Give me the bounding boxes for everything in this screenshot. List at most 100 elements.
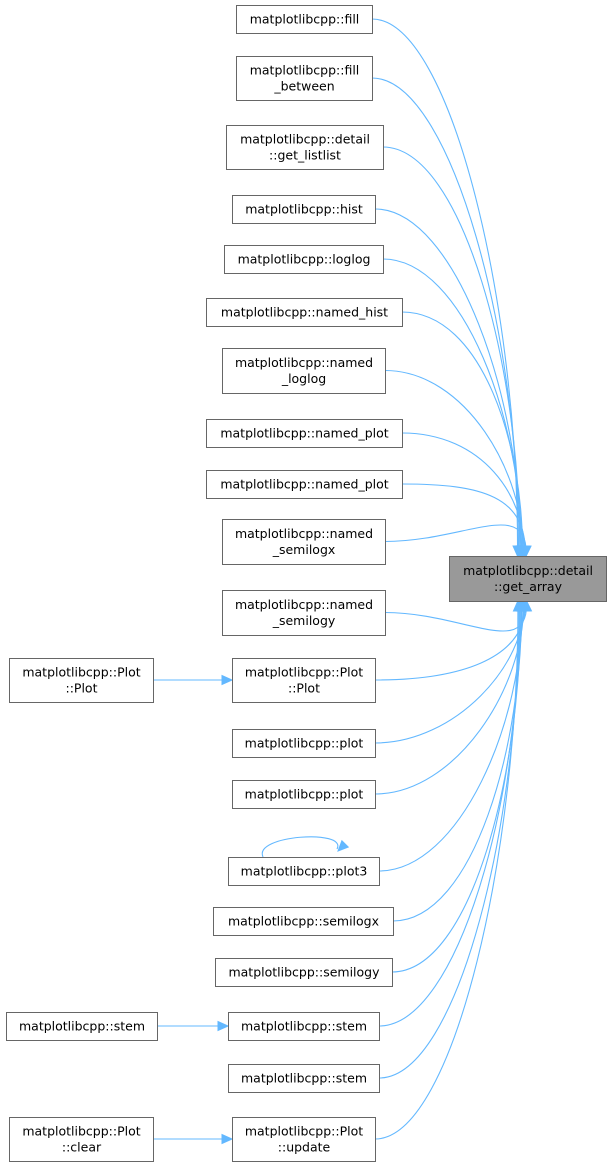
node-label: matplotlibcpp::stem (19, 1019, 145, 1034)
graph-node[interactable]: matplotlibcpp::plot3 (228, 857, 380, 886)
edge-named_semilogy-to-get_array (384, 600, 528, 632)
node-label: matplotlibcpp::semilogx (228, 914, 379, 929)
edge-named_plot_1-to-get_array (401, 432, 525, 557)
node-label: ::Plot (288, 681, 320, 696)
node-label: ::clear (62, 1140, 102, 1155)
graph-node[interactable]: matplotlibcpp::named_semilogy (222, 590, 386, 636)
edge-fill_between-to-get_array (371, 77, 520, 557)
edge-named_plot_2-to-get_array (401, 483, 526, 557)
graph-node[interactable]: matplotlibcpp::semilogy (215, 958, 393, 987)
edge-self-loop (262, 836, 339, 858)
node-box (222, 519, 386, 565)
edge-get_listlist-to-get_array (382, 146, 521, 557)
graph-node[interactable]: matplotlibcpp::stem (228, 1012, 380, 1041)
graph-node[interactable]: matplotlibcpp::named_hist (206, 298, 403, 327)
node-label: matplotlibcpp::named (235, 526, 373, 541)
node-label: ::update (278, 1140, 331, 1155)
node-box (222, 590, 386, 636)
node-label: matplotlibcpp::named (235, 597, 373, 612)
node-label: matplotlibcpp::semilogy (228, 965, 380, 980)
node-box (213, 907, 394, 936)
node-label: matplotlibcpp::Plot (22, 665, 140, 680)
node-label: matplotlibcpp::plot3 (241, 864, 368, 879)
node-label: matplotlibcpp::Plot (245, 665, 363, 680)
graph-node[interactable]: matplotlibcpp::Plot::clear (9, 1117, 154, 1162)
edge-named_hist-to-get_array (401, 311, 523, 557)
edge-named_loglog-to-get_array (384, 369, 524, 557)
node-box (232, 658, 376, 703)
node-box (232, 780, 376, 809)
node-box (228, 857, 380, 886)
graph-node[interactable]: matplotlibcpp::semilogx (213, 907, 394, 936)
edge-arrowhead (337, 839, 350, 852)
node-box (232, 195, 376, 224)
graph-node[interactable]: matplotlibcpp::fill (236, 5, 373, 34)
graph-node[interactable]: matplotlibcpp::Plot::Plot (9, 658, 154, 703)
graph-node[interactable]: matplotlibcpp::Plot::update (232, 1117, 376, 1162)
node-box (236, 5, 373, 34)
edge-arrowhead (217, 1020, 230, 1032)
node-label: matplotlibcpp::stem (241, 1071, 367, 1086)
node-label: matplotlibcpp::plot (245, 736, 364, 751)
node-label: ::get_array (494, 579, 563, 594)
node-label: matplotlibcpp::hist (245, 202, 363, 217)
graph-node[interactable]: matplotlibcpp::Plot::Plot (232, 658, 376, 703)
graph-node[interactable]: matplotlibcpp::fill_between (236, 56, 373, 101)
graph-node[interactable]: matplotlibcpp::detail::get_listlist (226, 125, 384, 170)
node-box (222, 348, 386, 394)
node-box (206, 298, 403, 327)
node-label: matplotlibcpp::named_plot (220, 426, 388, 441)
node-label: matplotlibcpp::loglog (238, 252, 371, 267)
node-label: matplotlibcpp::detail (240, 132, 370, 147)
graph-node[interactable]: matplotlibcpp::stem (6, 1012, 158, 1041)
node-label: _semilogx (272, 542, 336, 557)
node-box (232, 1117, 376, 1162)
graph-node[interactable]: matplotlibcpp::hist (232, 195, 376, 224)
graph-node[interactable]: matplotlibcpp::named_semilogx (222, 519, 386, 565)
node-label: _semilogy (272, 613, 336, 628)
graph-node[interactable]: matplotlibcpp::plot (232, 780, 376, 809)
node-label: _loglog (281, 371, 326, 386)
node-box (228, 1064, 380, 1093)
node-box (6, 1012, 158, 1041)
node-box (228, 1012, 380, 1041)
node-box (226, 125, 384, 170)
edge-layer (153, 18, 533, 1145)
node-box (9, 658, 154, 703)
node-box (215, 958, 393, 987)
node-label: _between (273, 79, 334, 94)
edge-arrowhead (221, 674, 234, 686)
node-label: matplotlibcpp::stem (241, 1019, 367, 1034)
edge-update-to-get_array (374, 600, 519, 1140)
edge-plot_2-to-get_array (374, 600, 525, 795)
target-node-get-array[interactable]: matplotlibcpp::detail::get_array (449, 556, 607, 602)
node-label: matplotlibcpp::Plot (245, 1124, 363, 1139)
graph-node[interactable]: matplotlibcpp::stem (228, 1064, 380, 1093)
edge-arrowhead (512, 599, 524, 612)
graph-node[interactable]: matplotlibcpp::plot (232, 729, 376, 758)
node-label: matplotlibcpp::plot (245, 787, 364, 802)
target-node-box (449, 556, 607, 602)
node-layer: matplotlibcpp::fillmatplotlibcpp::fill_b… (6, 5, 607, 1162)
graph-node[interactable]: matplotlibcpp::loglog (224, 245, 384, 274)
node-label: matplotlibcpp::named (235, 355, 373, 370)
edge-named_semilogx-to-get_array (384, 524, 527, 557)
edge-loglog-to-get_array (382, 258, 523, 557)
edge-plot3-to-get_array (378, 600, 523, 872)
edge-plot_1-to-get_array (374, 600, 526, 744)
graph-node[interactable]: matplotlibcpp::named_loglog (222, 348, 386, 394)
edge-semilogx-to-get_array (392, 600, 523, 922)
edge-semilogy-to-get_array (391, 600, 522, 973)
edge-stem_2-to-get_array (378, 600, 520, 1079)
node-box (9, 1117, 154, 1162)
edge-stem_1-to-get_array (378, 600, 521, 1027)
graph-node[interactable]: matplotlibcpp::named_plot (206, 419, 403, 448)
node-label: ::get_listlist (269, 148, 341, 163)
edge-arrowhead (221, 1133, 234, 1145)
node-label: ::Plot (66, 681, 98, 696)
node-label: matplotlibcpp::named_hist (221, 305, 388, 320)
graph-node[interactable]: matplotlibcpp::named_plot (206, 470, 403, 499)
node-label: matplotlibcpp::Plot (22, 1124, 140, 1139)
node-box (224, 245, 384, 274)
